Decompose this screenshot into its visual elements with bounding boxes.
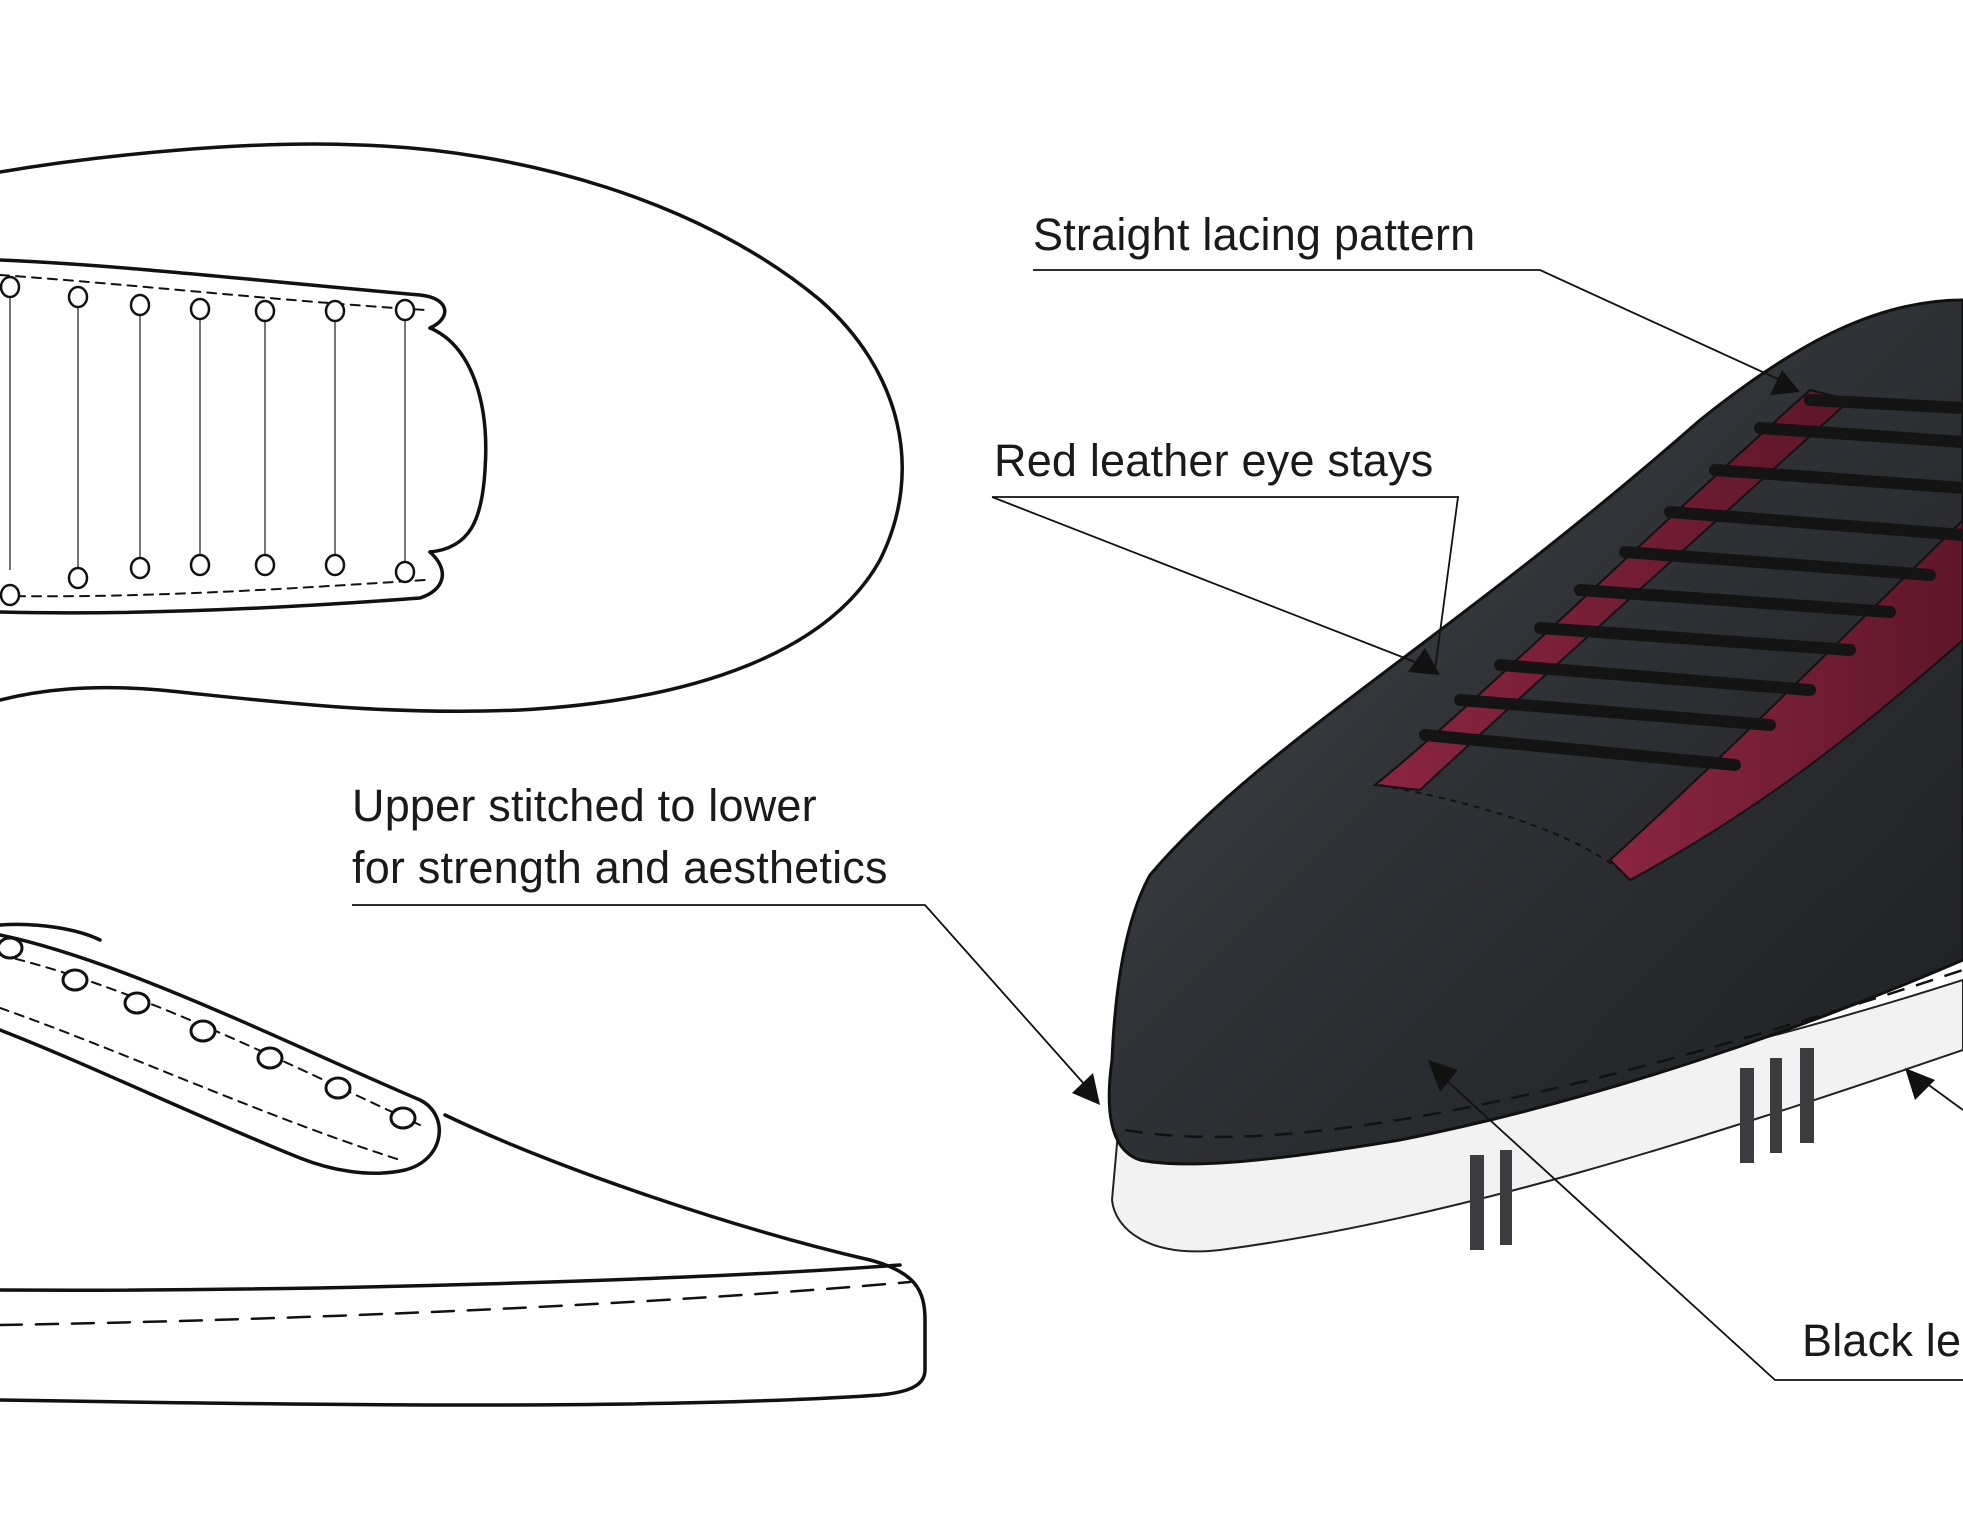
rendered-laces <box>1419 394 1963 771</box>
annotation-stitching-line2: for strength and aesthetics <box>352 842 888 893</box>
top-view-sketch <box>0 142 904 714</box>
rendered-shoe <box>1107 298 1963 1253</box>
arrowhead-icon <box>1072 370 1935 1105</box>
annotation-stitching: Upper stitched to lower for strength and… <box>352 775 888 899</box>
sole-stripes <box>1470 1048 1814 1250</box>
top-view-laces <box>9 290 406 575</box>
leader-lines <box>352 269 1963 1381</box>
top-view-eyelets <box>0 275 416 607</box>
annotation-lacing: Straight lacing pattern <box>1033 209 1476 260</box>
annotation-stitching-line1: Upper stitched to lower <box>352 780 817 831</box>
side-view-sketch <box>0 922 927 1407</box>
side-view-eyelets <box>0 936 417 1130</box>
annotation-eye-stays: Red leather eye stays <box>994 435 1434 486</box>
annotation-leather: Black le <box>1802 1315 1962 1366</box>
